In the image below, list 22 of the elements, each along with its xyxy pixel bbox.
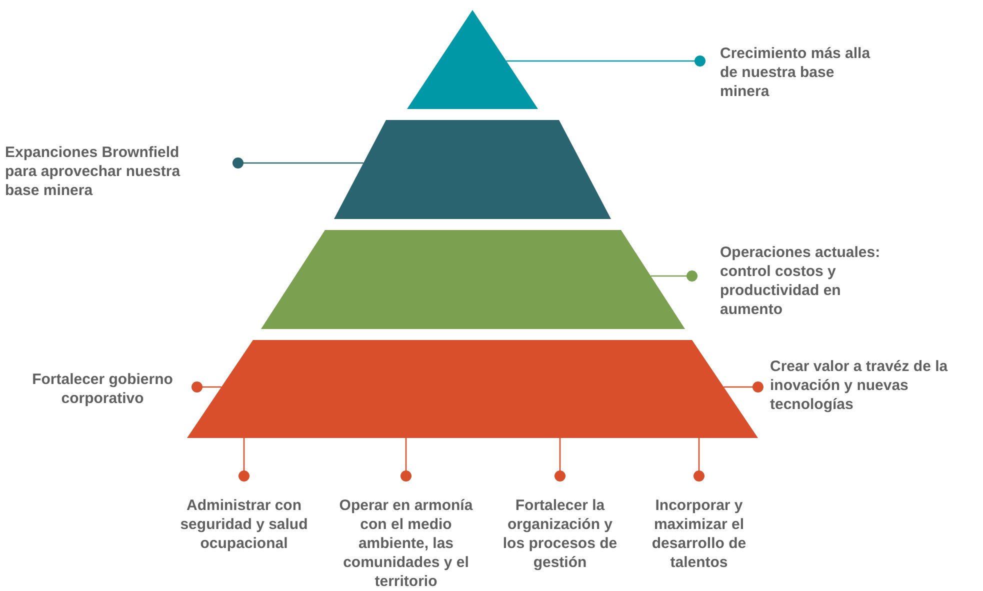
- pyramid-top: [407, 10, 538, 109]
- leader-line: [506, 56, 706, 66]
- callout-text: Incorporar y maximizar el desarrollo de talentos: [650, 496, 748, 572]
- leader-line: [694, 438, 704, 482]
- leader-line: [554, 438, 566, 482]
- callout-text: Operaciones actuales: control costos y productividad en aumento: [720, 243, 882, 319]
- leader-line: [232, 158, 364, 168]
- leader-line: [400, 438, 412, 482]
- leader-line: [650, 270, 698, 282]
- callout-text: Operar en armonía con el medio ambiente, las comunidades y el territorio: [338, 496, 474, 591]
- pyramid-level: [334, 120, 611, 219]
- leader-line: [724, 382, 764, 392]
- callout-text: Fortalecer la organización y los procesos de gestión: [502, 496, 618, 572]
- callout-text: Administrar con seguridad y salud ocupacional: [179, 496, 309, 553]
- callout-text: Crecimiento más alla de nuestra base minera: [720, 44, 872, 101]
- leader-line: [238, 438, 250, 482]
- callout-text: Crear valor a travéz de la inovación y nuevas tecnologías: [770, 357, 949, 414]
- callout-text: Fortalecer gobierno corporativo: [31, 370, 174, 408]
- callout-text: Expanciones Brownfield para aprovechar nuestra base minera: [5, 143, 182, 200]
- leader-line: [192, 382, 222, 392]
- pyramid-level: [187, 340, 758, 438]
- pyramid-level: [261, 230, 685, 329]
